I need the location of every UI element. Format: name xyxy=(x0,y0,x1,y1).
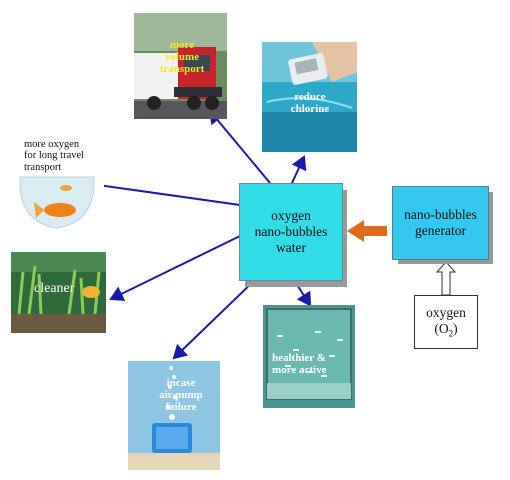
truck-photo xyxy=(134,13,227,119)
center-line: oxygen xyxy=(271,208,311,223)
caption-line: for long travel xyxy=(24,150,85,162)
caption-healthier: healthier & more active xyxy=(272,352,327,377)
arrow-to-pump-failure xyxy=(172,276,259,360)
caption-cleaner: cleaner xyxy=(34,281,74,296)
fish-tank-photo xyxy=(263,305,355,408)
formula-open: (O xyxy=(434,321,449,337)
arrow-to-oxygen-travel xyxy=(82,176,241,206)
caption-line: air pump xyxy=(159,388,203,401)
caption-line: transport xyxy=(159,62,205,75)
truck-icon xyxy=(134,13,227,119)
caption-line: cleaner xyxy=(34,281,75,296)
air-stone-photo xyxy=(128,361,220,470)
caption-reduce-chlorine: reduce chlorine xyxy=(268,91,352,116)
generator-to-water-arrow xyxy=(347,220,387,242)
arrow-to-volume-transport xyxy=(208,109,271,184)
aquarium-icon xyxy=(11,252,106,333)
air-stone-icon xyxy=(128,361,220,470)
generator-box-label: nano-bubbles generator xyxy=(404,207,477,239)
center-box-label: oxygen nano-bubbles water xyxy=(255,208,328,256)
oxygen-formula: (O2) xyxy=(426,321,466,339)
formula-subscript: 2 xyxy=(448,328,454,339)
arrow-to-reduce-chlorine xyxy=(291,155,307,184)
chlorine-test-photo xyxy=(262,42,357,152)
caption-line: volume xyxy=(164,50,200,63)
caption-line: chlorine xyxy=(290,102,330,115)
oxygen-source-box: oxygen (O2) xyxy=(414,295,478,349)
nano-bubbles-generator-box: nano-bubbles generator xyxy=(392,186,489,260)
fish-tank-icon xyxy=(263,305,355,408)
oxygen-line: oxygen xyxy=(426,305,466,321)
water-test-icon xyxy=(262,42,357,152)
oxygen-nano-bubbles-water-box: oxygen nano-bubbles water xyxy=(239,183,343,281)
caption-line: healthier & xyxy=(272,352,326,364)
caption-line: failure xyxy=(165,400,197,413)
arrow-to-cleaner xyxy=(109,235,241,301)
formula-close: ) xyxy=(453,321,458,337)
caption-line: transport xyxy=(24,161,62,173)
center-line: water xyxy=(276,240,306,255)
caption-line: more xyxy=(169,39,195,51)
oxygen-source-label: oxygen (O2) xyxy=(426,305,466,339)
generator-line: nano-bubbles xyxy=(404,207,477,222)
caption-line: reduce xyxy=(294,91,326,103)
aquarium-plants-photo xyxy=(11,252,106,333)
caption-volume-transport: more volume transport xyxy=(140,39,224,76)
caption-line: more active xyxy=(272,363,327,376)
caption-oxygen-travel: more oxygen for long travel transport xyxy=(24,139,108,173)
center-line: nano-bubbles xyxy=(254,224,328,239)
caption-pump-failure: incase air pump failure xyxy=(150,377,212,414)
caption-line: incase xyxy=(166,377,196,389)
goldfish-icon xyxy=(10,122,104,230)
goldfish-bag-photo xyxy=(10,122,104,230)
caption-line: more oxygen xyxy=(24,139,80,150)
oxygen-to-generator-arrow xyxy=(435,261,457,296)
generator-line: generator xyxy=(415,223,466,238)
